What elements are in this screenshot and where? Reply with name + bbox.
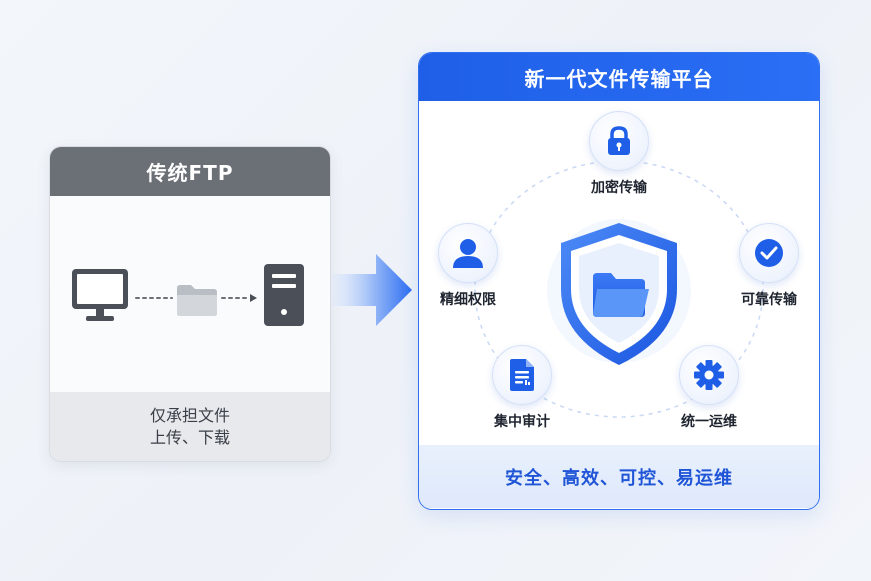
transition-arrow-icon bbox=[332, 254, 412, 326]
dotted-connector-left bbox=[135, 297, 173, 299]
feature-encrypted-transfer: 加密传输 bbox=[564, 111, 674, 197]
shield-folder-icon bbox=[561, 223, 677, 365]
feature-unified-ops: 统一运维 bbox=[654, 345, 764, 431]
feature-fine-permissions: 精细权限 bbox=[419, 223, 523, 309]
server-icon bbox=[264, 264, 304, 326]
feature-label-encrypted: 加密传输 bbox=[591, 180, 647, 196]
document-icon bbox=[510, 359, 534, 391]
traditional-ftp-title: 传统FTP bbox=[50, 147, 330, 196]
feature-label-audit: 集中审计 bbox=[494, 414, 550, 430]
check-icon bbox=[755, 239, 783, 267]
ftp-desc-line2: 上传、下载 bbox=[149, 427, 230, 447]
feature-label-reliable: 可靠传输 bbox=[741, 292, 797, 308]
user-icon bbox=[453, 239, 483, 268]
new-platform-summary: 安全、高效、可控、易运维 bbox=[419, 445, 819, 508]
lock-icon bbox=[608, 126, 630, 155]
feature-central-audit: 集中审计 bbox=[467, 345, 577, 431]
dotted-arrow-right bbox=[221, 294, 257, 302]
feature-label-permissions: 精细权限 bbox=[440, 292, 496, 308]
ftp-desc-line1: 仅承担文件 bbox=[149, 405, 230, 425]
feature-label-unified-ops: 统一运维 bbox=[681, 414, 737, 430]
gear-icon bbox=[694, 360, 724, 390]
traditional-ftp-description: 仅承担文件 上传、下载 bbox=[50, 392, 330, 461]
traditional-ftp-card: 传统FTP 仅承担文件 上传、下载 bbox=[49, 146, 331, 462]
new-platform-card: 新一代文件传输平台 bbox=[418, 52, 820, 510]
monitor-icon bbox=[72, 269, 128, 321]
ftp-transfer-illustration bbox=[50, 196, 330, 392]
new-platform-title: 新一代文件传输平台 bbox=[419, 53, 819, 101]
platform-feature-diagram: 加密传输 可靠传输 bbox=[419, 101, 819, 445]
folder-icon bbox=[177, 285, 217, 316]
feature-reliable-transfer: 可靠传输 bbox=[714, 223, 819, 309]
